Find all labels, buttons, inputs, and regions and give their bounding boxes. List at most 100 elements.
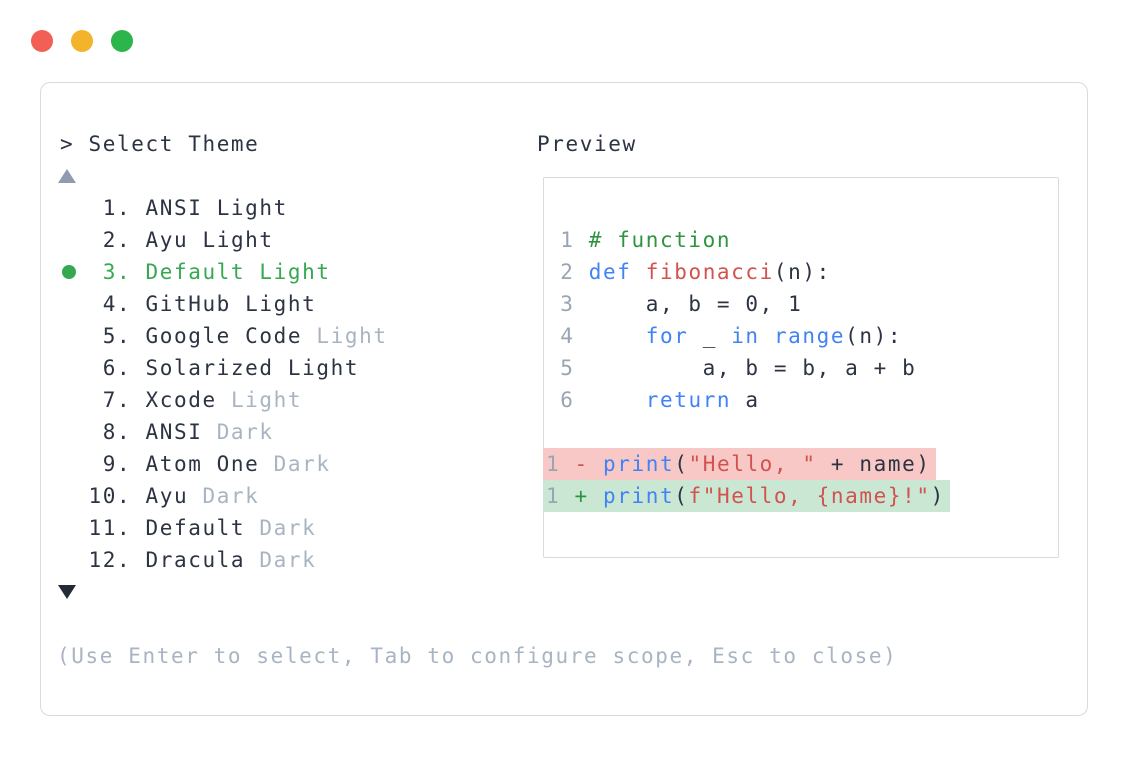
theme-number: 11. xyxy=(60,516,146,540)
theme-name: Google Code xyxy=(145,324,317,348)
theme-variant: Light xyxy=(316,324,388,348)
scroll-down-indicator[interactable] xyxy=(58,576,76,608)
line-number: 3 xyxy=(546,292,589,316)
code-line-content: 6 return a xyxy=(546,384,760,416)
token-plain: + name) xyxy=(816,452,931,476)
prompt-header: > Select Theme xyxy=(60,128,259,160)
code-line: 3 a, b = 0, 1 xyxy=(546,288,950,320)
token-keyword: for xyxy=(645,324,689,348)
theme-variant: Dark xyxy=(273,452,331,476)
close-window-button[interactable] xyxy=(31,30,53,52)
theme-list-item[interactable]: 1. ANSI Light xyxy=(0,192,530,224)
code-line-content: 4 for _ in range(n): xyxy=(546,320,902,352)
token-plain xyxy=(631,260,645,284)
theme-number: 12. xyxy=(60,548,146,572)
theme-list-item[interactable]: 4. GitHub Light xyxy=(0,288,530,320)
code-line-content: 1 + print(f"Hello, {name}!") xyxy=(543,480,950,512)
line-number: 1 xyxy=(546,484,575,508)
theme-list-item[interactable]: 12. Dracula Dark xyxy=(0,544,530,576)
token-keyword: range xyxy=(773,324,846,348)
theme-number: 10. xyxy=(60,484,146,508)
line-number: 2 xyxy=(546,260,589,284)
theme-number: 2. xyxy=(60,228,146,252)
theme-name: ANSI xyxy=(145,420,217,444)
diff-line-removed: 1 - print("Hello, " + name) xyxy=(543,448,950,480)
minimize-window-button[interactable] xyxy=(71,30,93,52)
token-string: f"Hello, {name}!" xyxy=(688,484,931,508)
token-plain: (n): xyxy=(845,324,903,348)
code-preview: 1 # function 2 def fibonacci(n): 3 a, b … xyxy=(543,224,950,512)
theme-variant: Light xyxy=(259,260,331,284)
token-name: fibonacci xyxy=(645,260,774,284)
theme-variant: Light xyxy=(216,196,288,220)
keyboard-hints: (Use Enter to select, Tab to configure s… xyxy=(57,644,898,668)
theme-list-item[interactable]: 7. Xcode Light xyxy=(0,384,530,416)
theme-number: 3. xyxy=(60,260,146,284)
theme-variant: Light xyxy=(230,388,303,412)
theme-name: Ayu xyxy=(145,228,203,252)
theme-number: 7. xyxy=(60,388,146,412)
theme-number: 6. xyxy=(60,356,146,380)
theme-name: Default xyxy=(145,516,260,540)
theme-number: 5. xyxy=(60,324,146,348)
line-number: 4 xyxy=(546,324,589,348)
triangle-down-icon xyxy=(58,585,76,599)
token-plain: a, b = 0, 1 xyxy=(588,292,803,316)
diff-marker-plus-icon: + xyxy=(574,484,603,508)
theme-name: Solarized xyxy=(145,356,288,380)
token-string: "Hello, " xyxy=(688,452,817,476)
theme-name: Xcode xyxy=(145,388,231,412)
code-line: 2 def fibonacci(n): xyxy=(546,256,950,288)
theme-variant: Light xyxy=(245,292,317,316)
diff-marker-minus-icon: - xyxy=(574,452,603,476)
token-keyword: print xyxy=(603,484,675,508)
code-line: 4 for _ in range(n): xyxy=(546,320,950,352)
code-line: 1 # function xyxy=(546,224,950,256)
theme-list-item[interactable]: 9. Atom One Dark xyxy=(0,448,530,480)
theme-variant: Dark xyxy=(259,548,317,572)
code-line-content: 5 a, b = b, a + b xyxy=(546,352,916,384)
theme-list-item[interactable]: 6. Solarized Light xyxy=(0,352,530,384)
theme-list-item[interactable]: 3. Default Light xyxy=(0,256,530,288)
theme-number: 4. xyxy=(60,292,146,316)
theme-variant: Dark xyxy=(202,484,260,508)
theme-name: Atom One xyxy=(145,452,274,476)
theme-list-item[interactable]: 2. Ayu Light xyxy=(0,224,530,256)
theme-variant: Light xyxy=(202,228,274,252)
zoom-window-button[interactable] xyxy=(111,30,133,52)
token-keyword: def xyxy=(588,260,632,284)
theme-number: 9. xyxy=(60,452,146,476)
theme-number: 1. xyxy=(60,196,146,220)
theme-list-item[interactable]: 10. Ayu Dark xyxy=(0,480,530,512)
token-keyword: in xyxy=(731,324,760,348)
panel-title: Select Theme xyxy=(88,132,260,156)
code-line: 5 a, b = b, a + b xyxy=(546,352,950,384)
theme-list-item[interactable]: 5. Google Code Light xyxy=(0,320,530,352)
code-line xyxy=(546,416,950,448)
theme-name: Dracula xyxy=(145,548,260,572)
line-number: 5 xyxy=(546,356,589,380)
line-number: 6 xyxy=(546,388,589,412)
token-plain: ( xyxy=(674,452,689,476)
theme-name: Default xyxy=(145,260,260,284)
window-controls xyxy=(31,30,133,52)
scroll-up-indicator[interactable] xyxy=(58,160,76,192)
preview-label: Preview xyxy=(537,132,637,156)
token-keyword: return xyxy=(645,388,732,412)
token-plain: a xyxy=(731,388,760,412)
code-line-content: 1 - print("Hello, " + name) xyxy=(543,448,936,480)
token-plain xyxy=(589,388,646,412)
theme-name: Ayu xyxy=(145,484,203,508)
theme-list-item[interactable]: 8. ANSI Dark xyxy=(0,416,530,448)
token-plain: ( xyxy=(674,484,689,508)
theme-list-item[interactable]: 11. Default Dark xyxy=(0,512,530,544)
token-plain xyxy=(760,324,774,348)
token-plain: a, b = b, a + b xyxy=(588,356,917,380)
line-number: 1 xyxy=(546,452,575,476)
theme-variant: Dark xyxy=(259,516,317,540)
code-line-content: 2 def fibonacci(n): xyxy=(546,256,831,288)
token-plain: (n): xyxy=(773,260,831,284)
theme-number: 8. xyxy=(60,420,146,444)
token-plain: _ xyxy=(688,324,732,348)
